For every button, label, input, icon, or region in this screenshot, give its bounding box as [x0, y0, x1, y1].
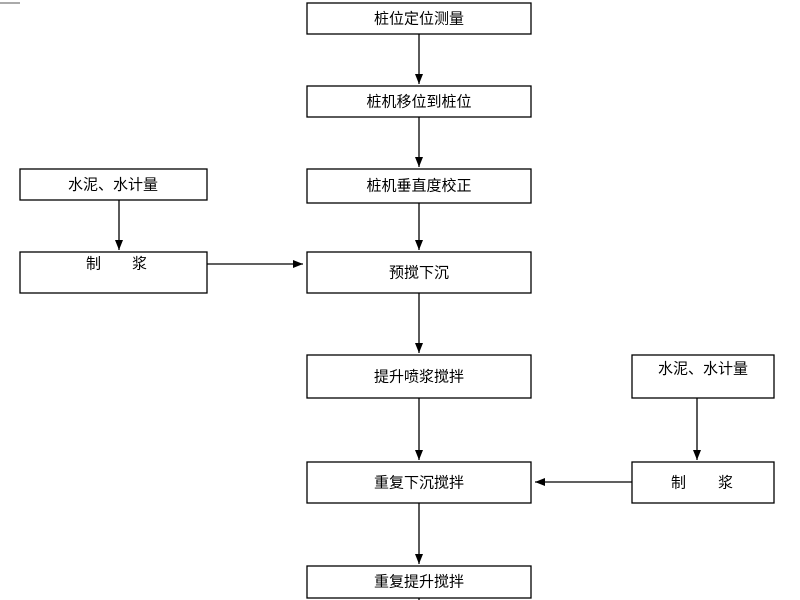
- flow-step-label: 重复下沉搅拌: [374, 474, 464, 492]
- right-input-box: 水泥、水计量: [631, 354, 775, 399]
- flow-step-label: 预搅下沉: [389, 264, 449, 282]
- left-mix-label-a: 制: [86, 255, 101, 273]
- flow-step-box: 重复提升搅拌: [306, 565, 532, 599]
- left-input-box: 水泥、水计量: [19, 168, 208, 201]
- flow-step-label: 桩机移位到桩位: [366, 93, 471, 111]
- flow-step-label: 桩位定位测量: [374, 10, 464, 28]
- left-mix-label-b: 浆: [132, 255, 147, 273]
- flow-step-box: 桩位定位测量: [306, 2, 532, 35]
- right-input-label: 水泥、水计量: [658, 360, 748, 378]
- flow-step-box: 桩机垂直度校正: [306, 168, 532, 204]
- flow-step-box: 重复下沉搅拌: [306, 461, 532, 504]
- right-mix-box: 制 浆: [631, 461, 775, 504]
- flow-step-label: 桩机垂直度校正: [366, 177, 471, 195]
- flow-step-box: 桩机移位到桩位: [306, 85, 532, 118]
- flow-step-box: 预搅下沉: [306, 251, 532, 294]
- right-mix-label-a: 制: [671, 474, 686, 492]
- right-mix-label-b: 浆: [718, 474, 733, 492]
- left-mix-box: 制 浆: [19, 251, 208, 294]
- flow-step-box: 提升喷浆搅拌: [306, 354, 532, 399]
- left-input-label: 水泥、水计量: [68, 176, 158, 194]
- flow-step-label: 重复提升搅拌: [374, 573, 464, 591]
- flow-step-label: 提升喷浆搅拌: [374, 368, 464, 386]
